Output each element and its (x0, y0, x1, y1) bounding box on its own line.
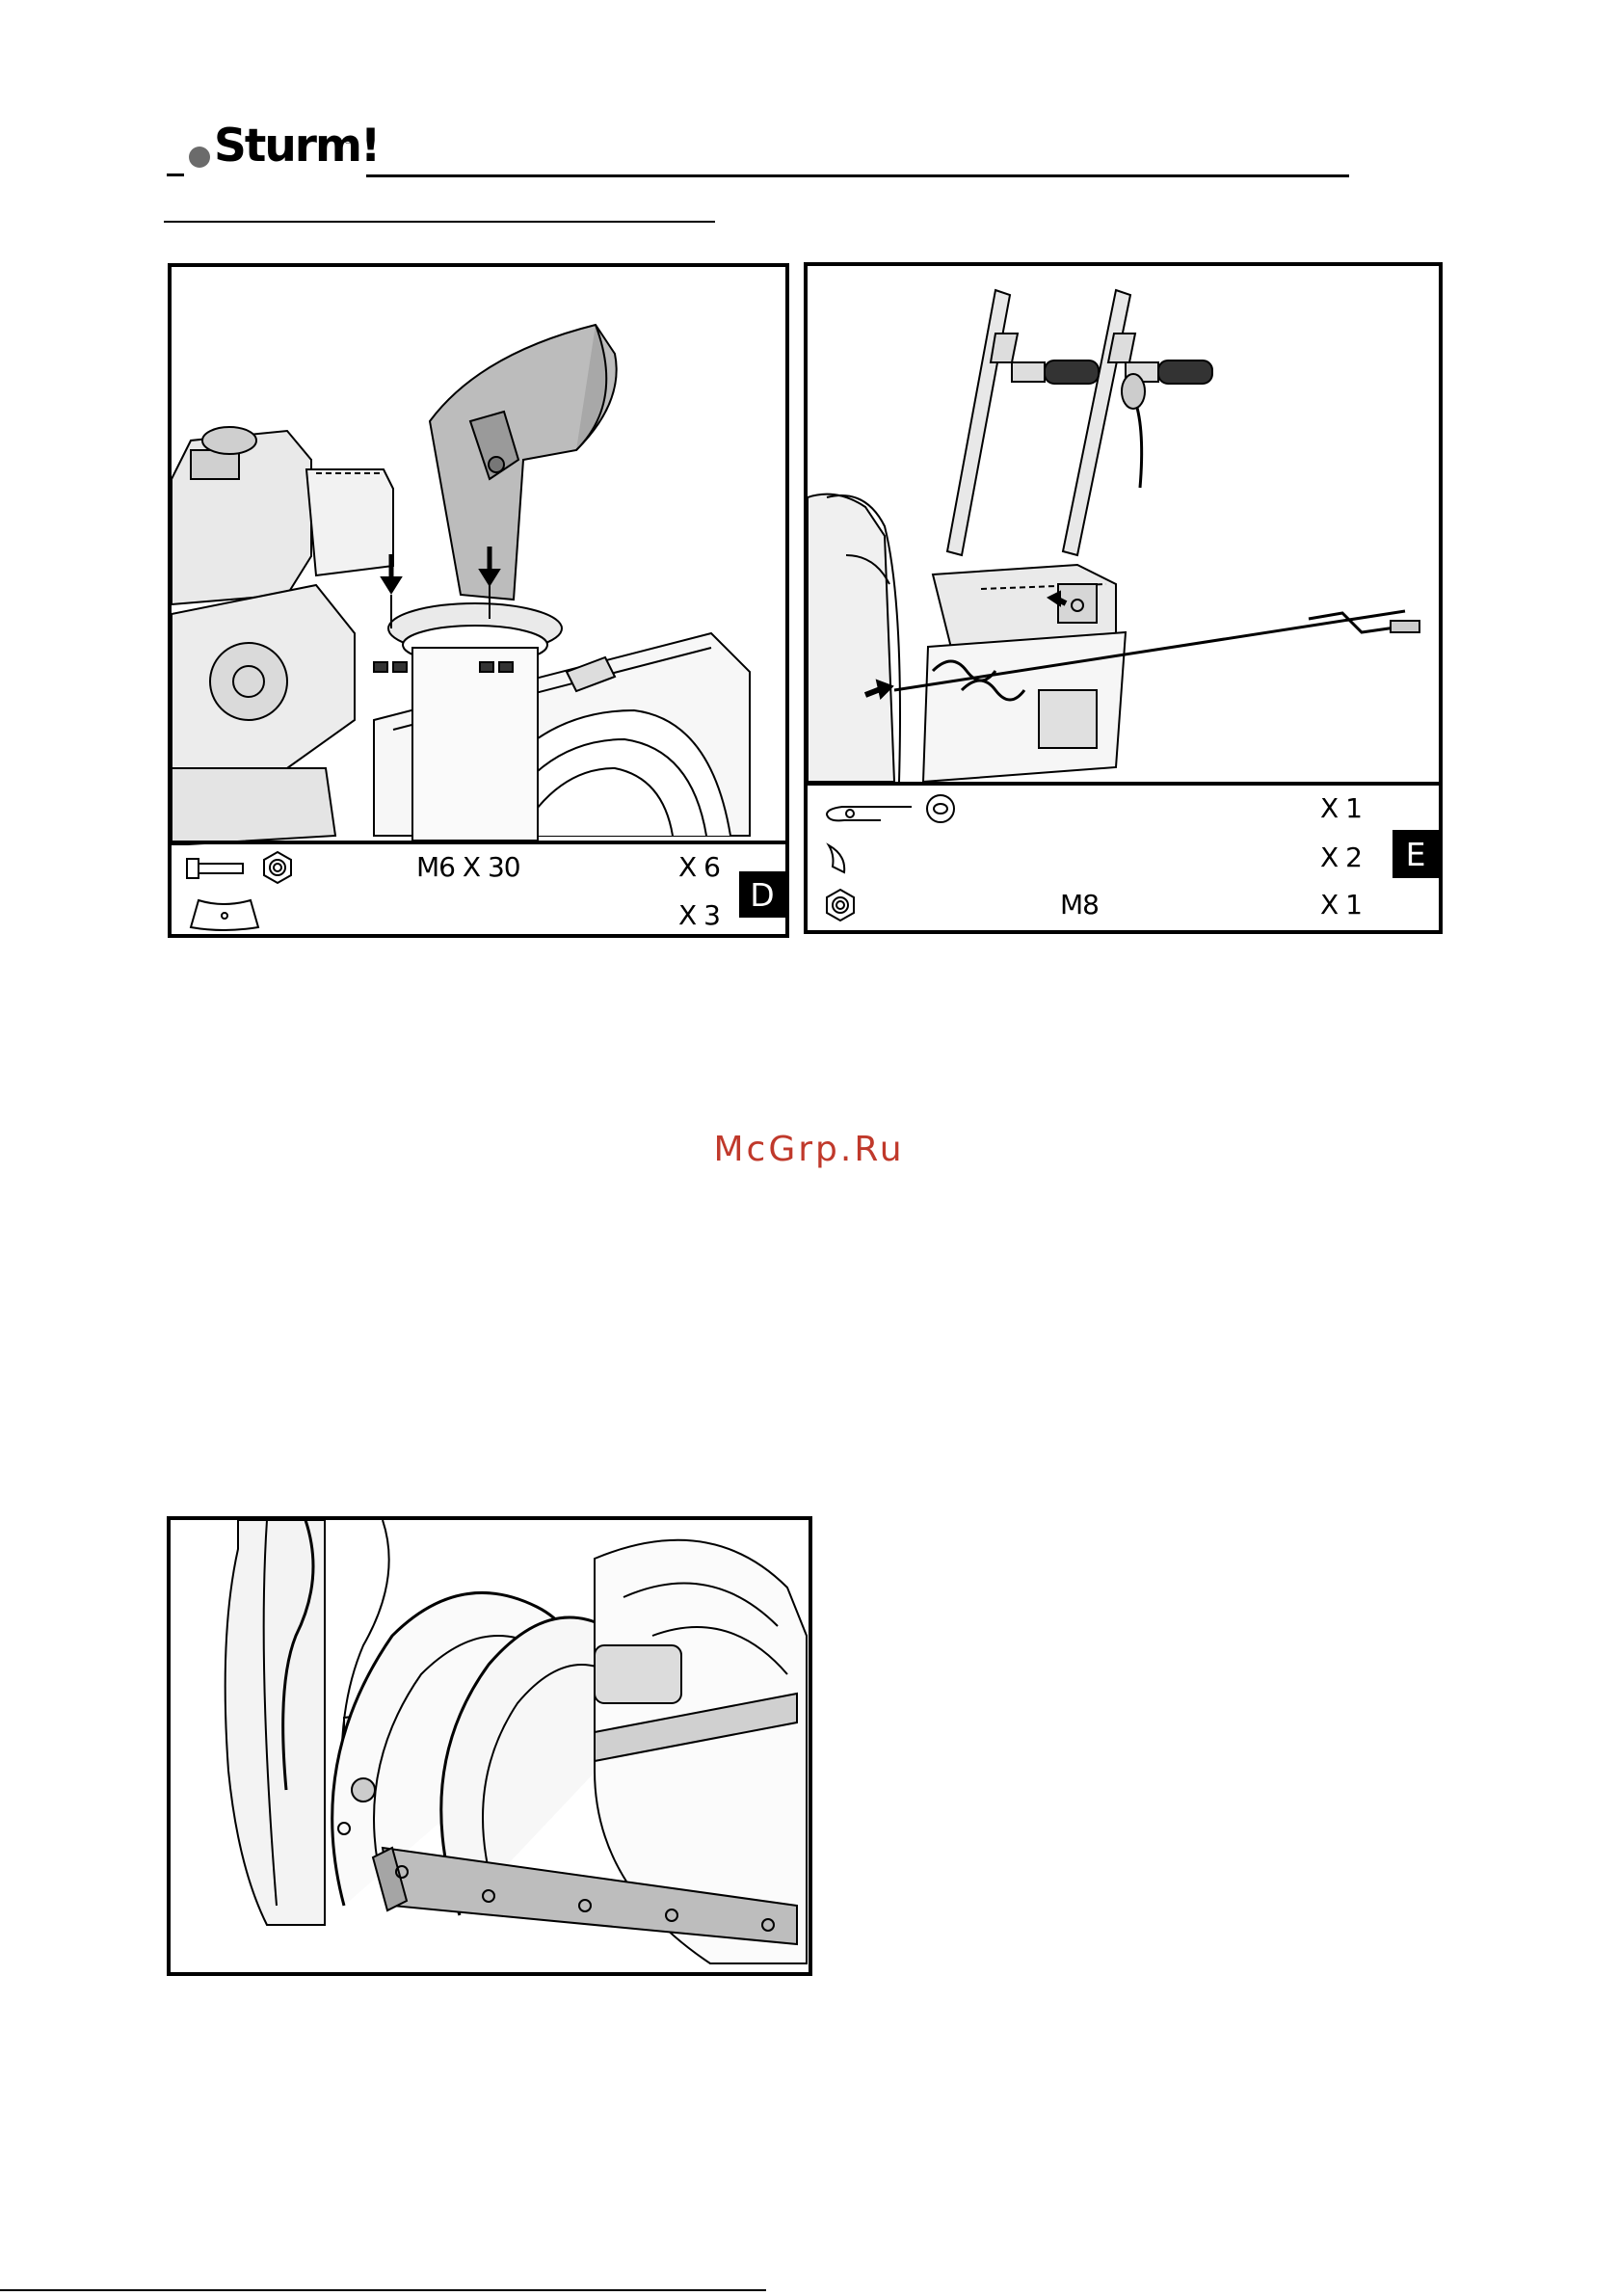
footer-rule (0, 2289, 766, 2291)
auger-closeup-illustration (171, 1520, 809, 1972)
nut-icon (260, 850, 295, 885)
clip-icon (825, 841, 850, 876)
registered-mark: ® (344, 135, 352, 147)
figure-tag-d: D (739, 871, 785, 918)
nut-qty-label: X 1 (1320, 892, 1362, 919)
hair-pin-icon (823, 795, 915, 826)
pin-qty-label: X 1 (1320, 795, 1362, 822)
figure-panel-d: M6 X 30 X 6 X 3 D (168, 263, 789, 938)
section-rule (164, 221, 715, 223)
nut-size-label: M8 (1060, 892, 1099, 919)
handle-assembly-illustration (808, 266, 1439, 782)
figure-panel-auger (167, 1516, 812, 1976)
figure-panel-e: X 1 X 2 M8 X 1 E (804, 262, 1443, 934)
watermark: McGrp.Ru (0, 1130, 1618, 1169)
logo-dot-icon (189, 147, 210, 168)
bolt-qty-label: X 6 (678, 854, 720, 881)
logo-dash (167, 174, 184, 176)
figure-tag-e: E (1393, 830, 1439, 878)
deflector-plate-icon (185, 894, 264, 933)
nut-icon (823, 888, 858, 922)
plate-qty-label: X 3 (678, 902, 720, 929)
brand-logo: Sturm! (214, 123, 379, 169)
clip-qty-label: X 2 (1320, 844, 1362, 871)
washer-icon (923, 791, 958, 826)
bolt-icon (185, 854, 247, 883)
chute-assembly-illustration (172, 267, 785, 845)
parts-legend: X 1 X 2 M8 X 1 E (808, 782, 1439, 938)
header-rule (366, 174, 1349, 177)
bolt-size-label: M6 X 30 (416, 854, 520, 881)
parts-legend: M6 X 30 X 6 X 3 D (172, 841, 785, 942)
